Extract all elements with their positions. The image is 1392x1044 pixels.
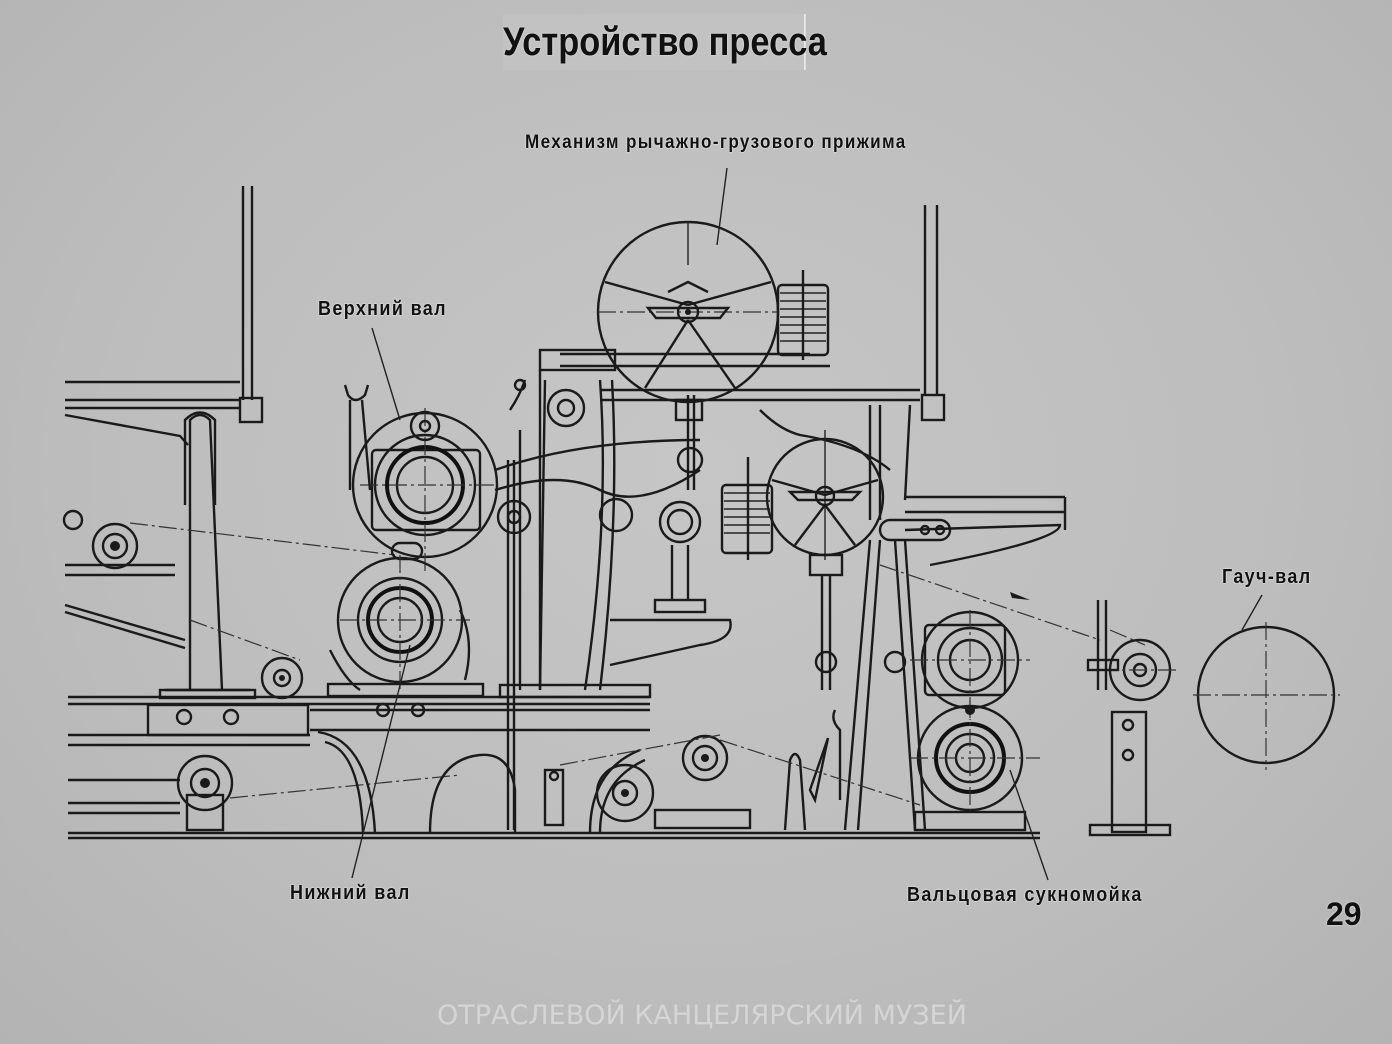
couch-roll [1193,622,1340,770]
upper-roll [343,384,499,575]
watermark: ОТРАСЛЕВОЙ КАНЦЕЛЯРСКИЙ МУЗЕЙ [437,1000,967,1031]
label-couch-roll: Гауч-вал [1222,566,1312,588]
label-lever-mechanism: Механизм рычажно-грузового прижима [525,132,907,153]
page-title: Устройство пресса [503,14,827,70]
leader-couch-roll [1241,594,1263,631]
left-guide-roll [62,509,396,661]
left-frame [64,186,264,700]
couch-stand [1086,600,1180,837]
second-lever-wheel [720,430,885,690]
right-shelf [878,495,1067,567]
lever-weight-stack [776,270,830,360]
label-felt-washer: Вальцовая сукномойка [907,884,1143,906]
leader-lower-roll [351,644,411,879]
lever-weight-wheel [596,220,780,404]
base-arches [317,730,646,834]
stand-legs [843,539,1101,831]
leader-felt-washer [1009,769,1049,881]
lower-roll [326,555,485,698]
lever-arm [560,352,920,490]
small-guide-roll [260,656,304,700]
label-lower-roll: Нижний вал [290,882,411,904]
bottom-mechanisms [543,709,921,831]
bearing-bracket [609,500,732,667]
felt-washer-rolls [910,610,1040,832]
central-column [494,348,701,830]
base-rails [68,695,1040,840]
page-number: 29 [1326,896,1362,932]
leader-lines [351,167,1263,881]
bottom-left-roller [176,754,461,832]
label-upper-roll: Верхний вал [318,298,447,320]
right-frame [759,205,946,520]
leader-lever-mechanism [716,167,728,246]
leader-upper-roll [371,327,401,421]
